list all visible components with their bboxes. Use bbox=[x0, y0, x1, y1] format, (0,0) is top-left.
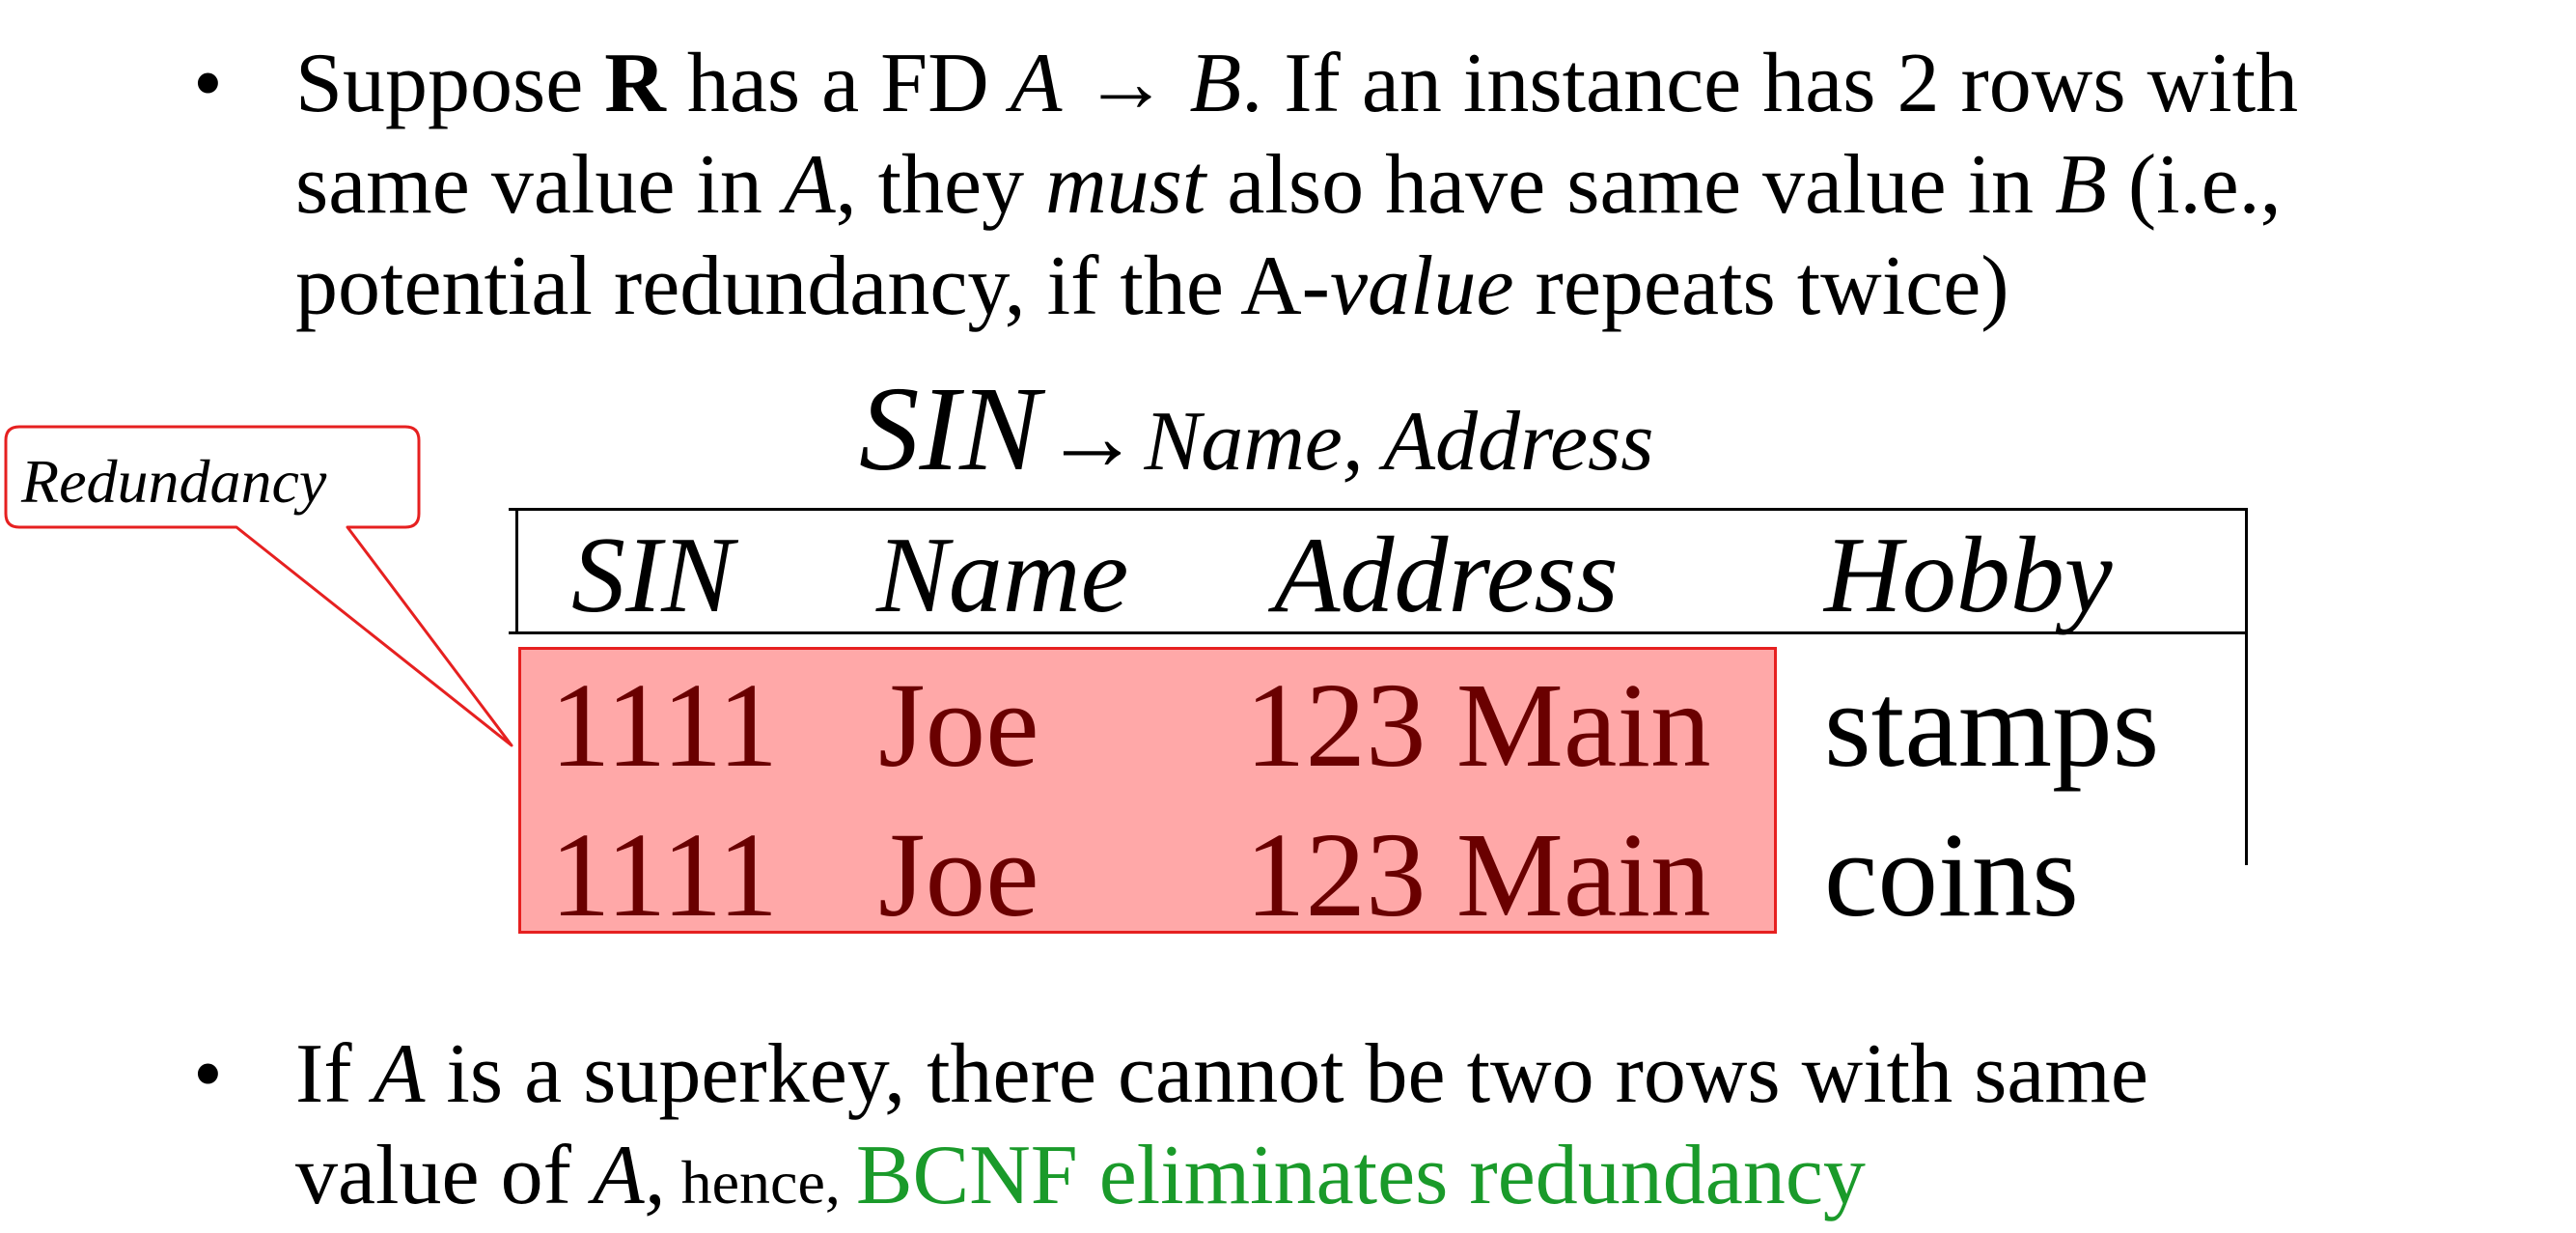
bullet-2-line-1: If A is a superkey, there cannot be two … bbox=[295, 1027, 2148, 1121]
bullet-1-line-1: Suppose R has a FD A → B. If an instance… bbox=[295, 37, 2299, 130]
table-cell-name-row2: Joe bbox=[878, 809, 1039, 942]
bullet-2-line-2: value of A, hence, BCNF eliminates redun… bbox=[295, 1129, 1866, 1222]
bullet-marker-1: • bbox=[193, 37, 223, 130]
bullet-1-line-2: same value in A, they must also have sam… bbox=[295, 138, 2282, 232]
table-cell-hobby-row1: stamps bbox=[1824, 659, 2160, 793]
column-header-name: Name bbox=[876, 516, 1129, 635]
column-header-hobby: Hobby bbox=[1824, 516, 2113, 635]
fd-arrow: → bbox=[1043, 383, 1141, 490]
table-top-border bbox=[509, 508, 2246, 511]
table-right-border bbox=[2245, 508, 2248, 865]
column-header-sin: SIN bbox=[571, 516, 734, 635]
table-cell-address-row1: 123 Main bbox=[1245, 659, 1711, 793]
bullet-1-line-3: potential redundancy, if the A-value rep… bbox=[295, 239, 2009, 333]
table-cell-sin-row1: 1111 bbox=[550, 659, 779, 793]
fd-lhs: SIN bbox=[859, 363, 1040, 496]
column-header-address: Address bbox=[1274, 516, 1619, 635]
table-cell-sin-row2: 1111 bbox=[550, 809, 779, 942]
table-cell-name-row1: Joe bbox=[878, 659, 1039, 793]
table-cell-hobby-row2: coins bbox=[1824, 809, 2079, 942]
bullet-text-1: Suppose R has a FD A → B. If an instance… bbox=[295, 33, 2298, 337]
bullet-text-2: If A is a superkey, there cannot be two … bbox=[295, 1023, 2148, 1233]
fd-rhs: Name, Address bbox=[1144, 395, 1654, 489]
table-left-border bbox=[515, 508, 518, 633]
redundancy-highlight bbox=[518, 647, 1777, 934]
bullet-marker-2: • bbox=[193, 1027, 223, 1121]
table-header-rule bbox=[509, 631, 2246, 634]
bcnf-highlight-text: BCNF eliminates redundancy bbox=[855, 1129, 1866, 1222]
callout-bubble bbox=[4, 425, 513, 747]
fd-heading: SIN → Name, Address bbox=[859, 370, 1654, 490]
table-cell-address-row2: 123 Main bbox=[1245, 809, 1711, 942]
callout-label: Redundancy bbox=[21, 447, 327, 516]
